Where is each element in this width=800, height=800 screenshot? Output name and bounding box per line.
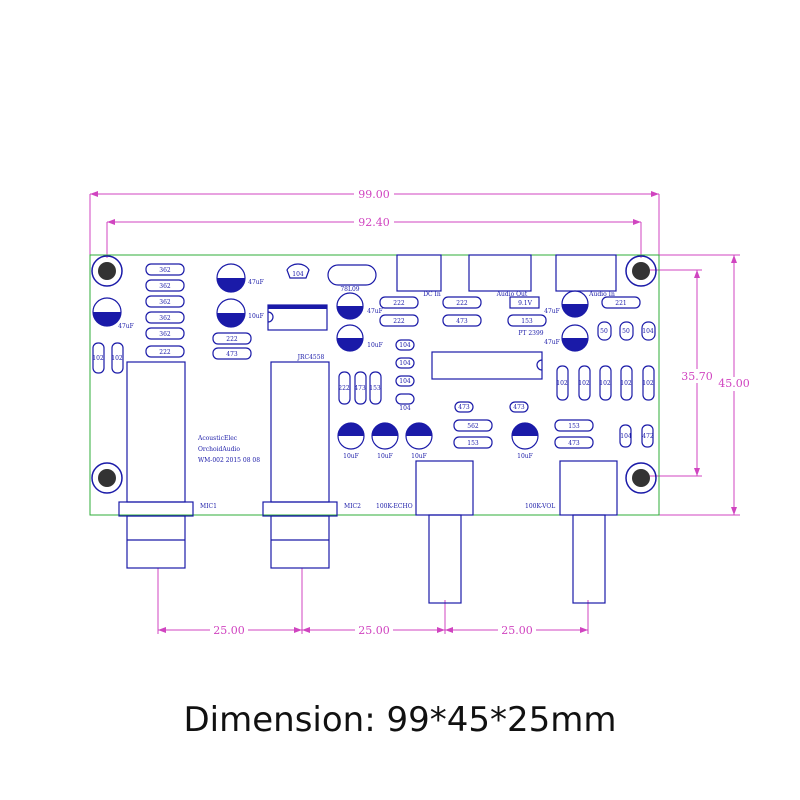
svg-text:221: 221 [615,300,626,307]
svg-text:47uF: 47uF [248,279,264,286]
svg-text:47uF: 47uF [367,308,383,315]
svg-text:JRC4558: JRC4558 [297,354,325,361]
svg-text:472: 472 [642,433,654,440]
svg-text:222: 222 [338,385,350,392]
svg-text:473: 473 [458,404,470,411]
svg-text:102: 102 [111,355,123,362]
svg-text:102: 102 [92,355,104,362]
dimension-arrows [90,191,737,633]
svg-text:104: 104 [399,378,411,385]
svg-text:473: 473 [226,351,238,358]
svg-text:50: 50 [622,328,630,335]
svg-text:222: 222 [456,300,468,307]
silk-model: WM-002 2015 08 08 [198,457,260,464]
res-label: 362 [159,267,171,274]
svg-text:47uF: 47uF [118,323,134,330]
dim-spacing-1: 25.00 [213,624,245,637]
dim-board-width: 99.00 [358,188,390,201]
res-label: 362 [159,331,171,338]
svg-text:222: 222 [226,336,238,343]
dim-board-height: 45.00 [718,377,750,390]
svg-text:PT 2399: PT 2399 [518,330,543,337]
svg-text:104: 104 [399,360,411,367]
svg-text:473: 473 [354,385,366,392]
svg-text:Audio In: Audio In [588,291,615,298]
dimension-labels: 99.00 92.40 35.70 45.00 25.00 25.00 25.0… [210,187,753,637]
svg-text:222: 222 [393,318,405,325]
res-label: 362 [159,315,171,322]
cap-polarity-stripes [93,278,588,436]
dimension-caption: Dimension: 99*45*25mm [183,700,617,740]
svg-text:104: 104 [642,328,654,335]
svg-text:473: 473 [513,404,525,411]
svg-text:Audio Out: Audio Out [496,291,528,298]
resistor-stack-left [145,263,185,358]
mounting-hole-top-right [625,255,657,287]
svg-text:9.1V: 9.1V [518,300,533,307]
svg-text:10uF: 10uF [377,453,393,460]
svg-text:47uF: 47uF [544,339,560,346]
vol-label: 100K-VOL [525,503,555,510]
svg-text:DC In: DC In [423,291,441,298]
silk-brand: AcousticElec [197,435,238,442]
dim-spacing-3: 25.00 [501,624,533,637]
mounting-hole-bottom-left [91,462,123,494]
res-label: 362 [159,299,171,306]
svg-text:10uF: 10uF [411,453,427,460]
dim-spacing-2: 25.00 [358,624,390,637]
svg-text:153: 153 [467,440,479,447]
svg-text:102: 102 [578,380,590,387]
svg-text:153: 153 [568,423,580,430]
mic1-label: MIC1 [200,503,217,510]
svg-text:562: 562 [467,423,479,430]
svg-text:104: 104 [292,271,304,278]
svg-text:153: 153 [369,385,381,392]
svg-text:10uF: 10uF [517,453,533,460]
svg-text:78L09: 78L09 [340,286,359,293]
svg-text:102: 102 [599,380,611,387]
svg-text:104: 104 [399,342,411,349]
res-label: 222 [159,349,171,356]
svg-text:473: 473 [568,440,580,447]
svg-text:10uF: 10uF [248,313,264,320]
dimension-lines [89,193,740,634]
svg-text:222: 222 [393,300,405,307]
dim-hole-height: 35.70 [681,370,713,383]
svg-text:47uF: 47uF [544,308,560,315]
res-label: 362 [159,283,171,290]
svg-text:102: 102 [642,380,654,387]
svg-text:153: 153 [521,318,533,325]
svg-text:473: 473 [456,318,468,325]
component-labels: 362 362 362 362 362 222 47uF 47uF 10uF 2… [92,267,654,460]
mounting-hole-bottom-right [625,462,657,494]
svg-text:104: 104 [620,433,632,440]
silkscreen-text: AcousticElec OrchoidAudio WM-002 2015 08… [197,435,555,510]
pcb-board-outline [89,254,660,516]
echo-label: 100K-ECHO [376,503,413,510]
svg-text:102: 102 [620,380,632,387]
svg-text:10uF: 10uF [343,453,359,460]
dim-hole-span: 92.40 [358,216,390,229]
svg-text:104: 104 [399,405,411,412]
svg-text:50: 50 [600,328,608,335]
mounting-holes [91,255,657,494]
svg-text:102: 102 [556,380,568,387]
mounting-hole-top-left [91,255,123,287]
svg-text:10uF: 10uF [367,342,383,349]
mic2-label: MIC2 [344,503,361,510]
silk-audio: OrchoidAudio [198,446,240,453]
